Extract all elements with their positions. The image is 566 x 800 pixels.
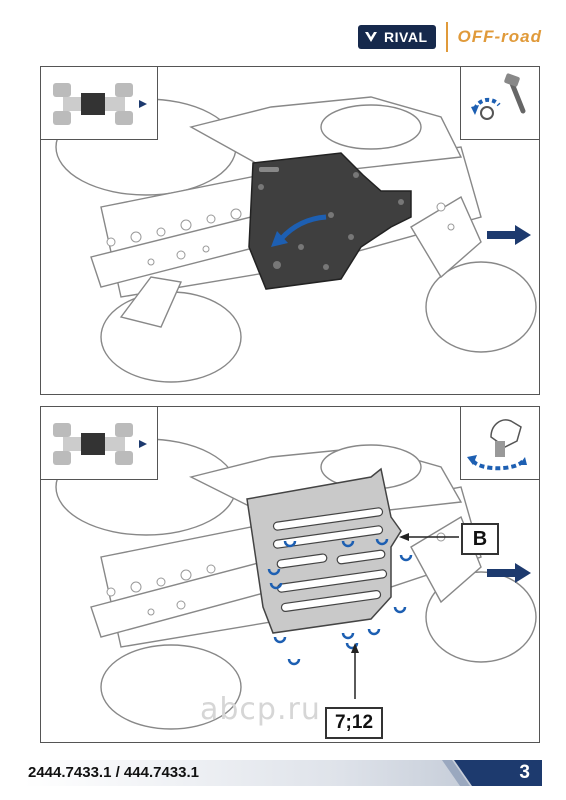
fastener-callout: 7;12 [325, 707, 383, 739]
step-1-location-thumbnail [41, 67, 158, 140]
rival-logo: RIVAL [358, 25, 436, 49]
watermark: abcp.ru [200, 692, 321, 727]
detail-callout-b: B [461, 523, 499, 555]
page-footer: 2444.7433.1 / 444.7433.1 3 [24, 760, 542, 786]
brand-divider [445, 22, 448, 52]
brand-name: RIVAL [384, 29, 428, 45]
step-2-panel: B 7;12 [40, 406, 540, 743]
part-numbers: 2444.7433.1 / 444.7433.1 [28, 764, 199, 781]
arrow-right-icon [487, 225, 531, 245]
brand-header: RIVAL OFF-road [358, 20, 542, 54]
hand-fasten-icon [467, 419, 527, 471]
step-2-location-thumbnail [41, 407, 158, 480]
atv-underside-illustration [55, 96, 537, 383]
page-number: 3 [519, 762, 530, 783]
wrench-unscrew-icon [471, 73, 526, 120]
atv-top-view-icon [53, 423, 147, 465]
step-1-panel [40, 66, 540, 395]
footer-bar [24, 760, 542, 786]
step-1-tool-indicator [460, 67, 539, 140]
arrow-right-icon [487, 563, 531, 583]
step-2-tool-indicator [460, 407, 539, 480]
rival-emblem-icon [365, 32, 378, 42]
skid-plate-installation-illustration [55, 438, 537, 730]
brand-tagline: OFF-road [457, 27, 542, 46]
atv-top-view-icon [53, 83, 147, 125]
